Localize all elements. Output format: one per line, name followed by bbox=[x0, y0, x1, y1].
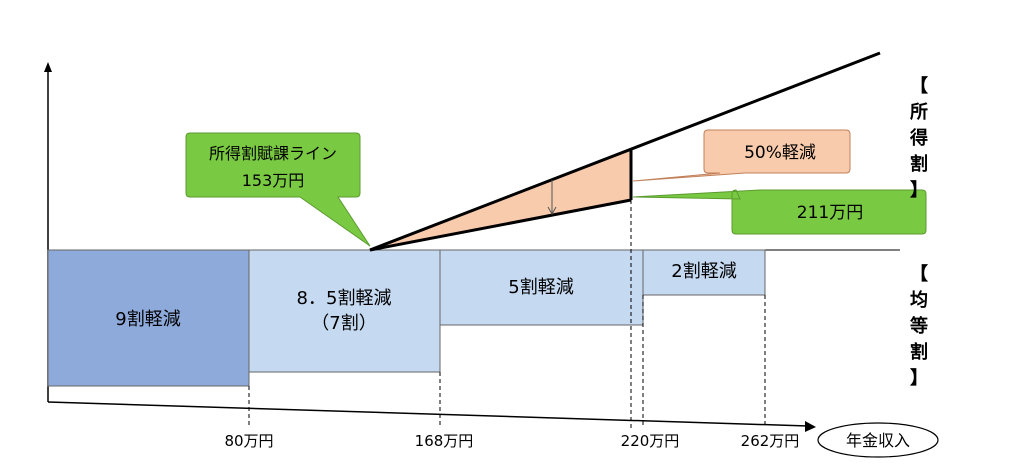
x-axis-label: 年金収入 bbox=[846, 431, 910, 450]
tick-label-168: 168万円 bbox=[415, 432, 474, 450]
side-label-char: 所 bbox=[910, 102, 928, 123]
side-label-char: 】 bbox=[910, 368, 928, 389]
block-label-90: 9割軽減 bbox=[115, 309, 180, 330]
side-label-char: 割 bbox=[910, 154, 928, 175]
callout-line-title: 所得割賦課ライン bbox=[209, 144, 337, 163]
side-label-char: 【 bbox=[910, 264, 928, 285]
block-label-20: 2割軽減 bbox=[671, 261, 736, 282]
x-axis-label-oval bbox=[817, 422, 939, 458]
side-label-char: 等 bbox=[910, 316, 928, 337]
side-label-char: 】 bbox=[910, 180, 928, 201]
reduction-block-20 bbox=[642, 249, 766, 296]
side-label-char: 割 bbox=[910, 342, 928, 363]
side-label-flat: 【 均 等 割 】 bbox=[905, 262, 933, 392]
reduction-block-85 bbox=[248, 249, 441, 373]
callout-value-211-text: 211万円 bbox=[797, 203, 863, 223]
callout-reduction-50-text: 50%軽減 bbox=[744, 143, 816, 163]
block-label-85: 8．5割軽減 bbox=[297, 288, 392, 309]
callout-line-start bbox=[185, 132, 371, 247]
x-axis-arrow bbox=[805, 421, 816, 432]
income-line-upper bbox=[369, 51, 881, 252]
tick-label-220: 220万円 bbox=[621, 432, 680, 450]
block-label-50: 5割軽減 bbox=[508, 277, 573, 298]
side-label-char: 得 bbox=[910, 128, 928, 149]
block-sublabel-85: （7割） bbox=[311, 313, 376, 334]
side-label-char: 均 bbox=[910, 290, 928, 311]
tick-label-262: 262万円 bbox=[741, 432, 800, 450]
callout-value-211 bbox=[632, 189, 927, 235]
callout-reduction-50 bbox=[632, 129, 851, 182]
side-label-char: 【 bbox=[910, 76, 928, 97]
side-label-income: 【 所 得 割 】 bbox=[905, 74, 933, 204]
callout-line-value: 153万円 bbox=[242, 171, 305, 190]
tick-label-80: 80万円 bbox=[224, 432, 273, 450]
y-axis-arrow bbox=[44, 62, 52, 72]
reduction-block-50 bbox=[439, 249, 644, 326]
reduction-block-90 bbox=[47, 249, 250, 387]
x-axis bbox=[47, 401, 809, 427]
income-line-lower bbox=[369, 198, 632, 252]
down-arrow-head bbox=[547, 206, 557, 216]
